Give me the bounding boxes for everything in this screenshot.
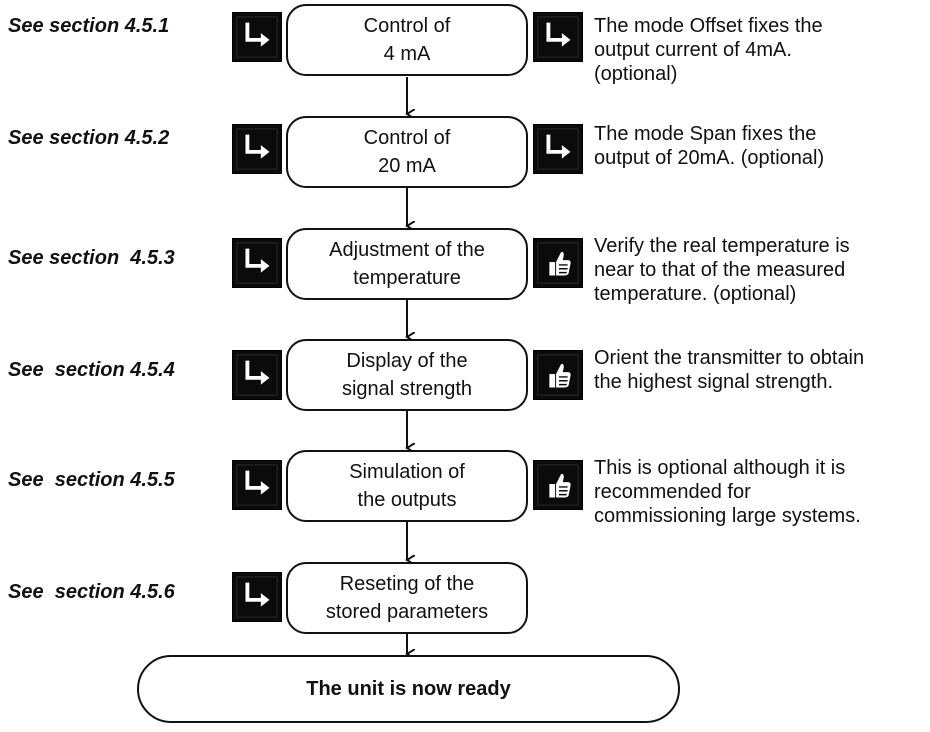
step-label: Control of 4 mA bbox=[363, 15, 451, 65]
final-terminal: The unit is now ready bbox=[137, 655, 680, 723]
step-box: Display of the signal strength bbox=[286, 339, 528, 411]
step-box: Control of 4 mA bbox=[286, 4, 528, 76]
step-note: The mode Span fixes the output of 20mA. … bbox=[594, 123, 825, 169]
step-box: Reseting of the stored parameters bbox=[286, 562, 528, 634]
section-ref: See section 4.5.4 bbox=[8, 359, 175, 381]
section-ref: See section 4.5.3 bbox=[8, 247, 175, 269]
step-box: Simulation of the outputs bbox=[286, 450, 528, 522]
thumbs-up-icon bbox=[533, 238, 583, 288]
final-label: The unit is now ready bbox=[306, 678, 511, 700]
step-label: Control of 20 mA bbox=[363, 127, 451, 177]
enter-arrow-icon bbox=[232, 572, 282, 622]
thumbs-up-icon bbox=[533, 460, 583, 510]
step-box: Adjustment of the temperature bbox=[286, 228, 528, 300]
section-ref: See section 4.5.2 bbox=[8, 127, 170, 149]
step-note: Orient the transmitter to obtain the hig… bbox=[594, 347, 865, 393]
enter-arrow-icon bbox=[533, 124, 583, 174]
step-label: Simulation of the outputs bbox=[349, 461, 465, 511]
enter-arrow-icon bbox=[232, 350, 282, 400]
enter-arrow-icon bbox=[232, 124, 282, 174]
enter-arrow-icon bbox=[232, 238, 282, 288]
step-note: This is optional although it is recommen… bbox=[594, 457, 861, 527]
step-label: Reseting of the stored parameters bbox=[325, 573, 489, 623]
step-label: Adjustment of the temperature bbox=[329, 239, 485, 289]
step-label: Display of the signal strength bbox=[341, 350, 473, 400]
enter-arrow-icon bbox=[232, 460, 282, 510]
section-ref: See section 4.5.1 bbox=[8, 15, 170, 37]
section-ref: See section 4.5.5 bbox=[8, 469, 175, 491]
enter-arrow-icon bbox=[232, 12, 282, 62]
enter-arrow-icon bbox=[533, 12, 583, 62]
step-note: The mode Offset fixes the output current… bbox=[594, 15, 823, 85]
thumbs-up-icon bbox=[533, 350, 583, 400]
step-box: Control of 20 mA bbox=[286, 116, 528, 188]
step-note: Verify the real temperature is near to t… bbox=[594, 235, 850, 305]
section-ref: See section 4.5.6 bbox=[8, 581, 175, 603]
